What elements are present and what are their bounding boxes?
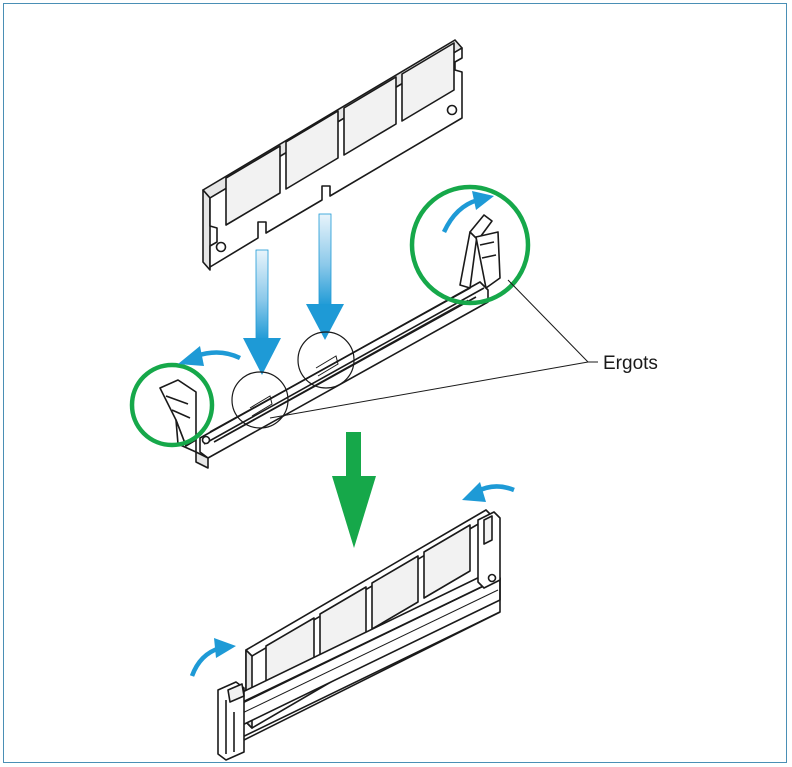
down-arrow-icon: [243, 249, 281, 375]
memory-module-installed: [217, 509, 501, 761]
curved-arrow-icon: [178, 346, 242, 366]
memory-chip: [265, 524, 471, 693]
callout-label: Ergots: [603, 353, 658, 374]
curved-arrow-icon: [441, 191, 494, 233]
notch-key-circle: [231, 371, 289, 429]
notch-key-circle: [297, 331, 355, 389]
memory-module-top: [202, 39, 463, 271]
down-arrow-icon: [306, 213, 344, 340]
curved-arrow-icon: [462, 482, 515, 502]
latch-highlight-circle: [409, 184, 531, 306]
callout-lines: [269, 279, 598, 419]
memory-slot-open: [159, 214, 501, 469]
memory-chip: [225, 42, 455, 226]
latch-highlight-circle: [129, 362, 215, 448]
down-arrow-icon: [332, 432, 376, 548]
curved-arrow-icon: [189, 638, 236, 677]
